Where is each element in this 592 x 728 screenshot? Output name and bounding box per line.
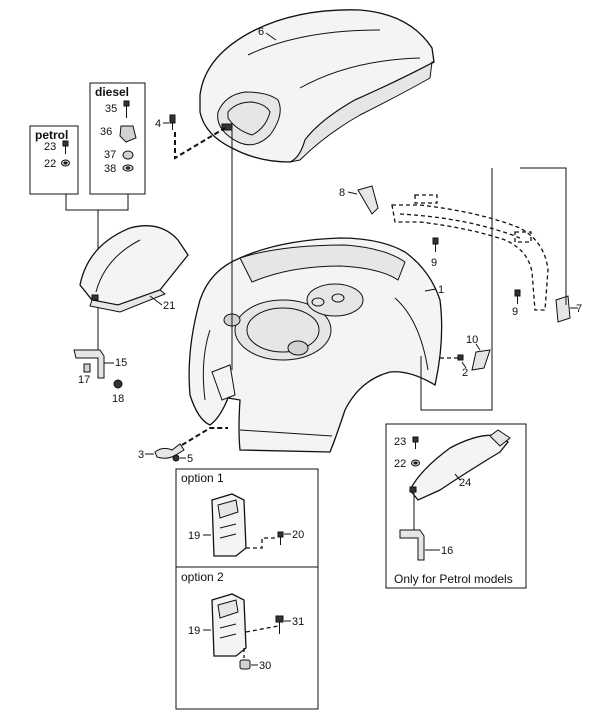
callout-3: 3 [138,449,144,461]
diesel-variant-box: diesel 35 36 37 38 [89,82,146,195]
washer-icon [411,459,420,467]
callout-21: 21 [163,300,175,312]
hood-top-cover [199,9,435,163]
callout-1: 1 [438,284,444,296]
callout-30: 30 [259,660,271,672]
nut-18 [113,379,123,389]
nut-5 [172,454,180,462]
bracket-icon [119,125,137,143]
callout-36: 36 [100,126,112,138]
screw-20 [277,531,284,545]
bracket-15 [73,349,105,379]
fastener-9b [514,289,521,304]
callout-19b: 19 [188,625,200,637]
clip-7 [555,295,571,323]
callout-23: 23 [44,141,56,153]
petrol-box-title: petrol [35,128,68,142]
option-boxes: option 1 option 2 19 20 19 31 [175,468,319,710]
callout-4: 4 [155,118,161,130]
screw-4 [169,114,176,130]
clip-8 [357,185,379,215]
callout-35: 35 [105,103,117,115]
screw-2 [457,354,464,361]
callout-20: 20 [292,529,304,541]
petrol-variant-box: petrol 23 22 [29,125,79,195]
callout-22b: 22 [394,458,406,470]
inner-liner-dashed [391,194,549,311]
option1-title: option 1 [181,471,224,485]
callout-8: 8 [339,187,345,199]
callout-31: 31 [292,616,304,628]
washer-icon [122,164,134,172]
callout-23b: 23 [394,436,406,448]
rear-fender-body [188,237,443,453]
decal-10 [471,349,491,371]
spacer-icon [122,150,134,160]
bolt-icon [412,436,419,449]
bolt-icon [62,140,69,154]
callout-38: 38 [104,163,116,175]
callout-17: 17 [78,374,90,386]
callout-2: 2 [462,367,468,379]
washer-icon [61,159,70,167]
petrol-only-box: Only for Petrol models 23 22 24 16 [385,423,527,589]
callout-5: 5 [187,453,193,465]
callout-16: 16 [441,545,453,557]
bolt-icon [123,100,130,118]
nut-30 [239,659,251,670]
callout-24: 24 [459,477,471,489]
callout-15: 15 [115,357,127,369]
cover-panel-21 [79,225,189,313]
latch-3 [154,443,185,459]
callout-37: 37 [104,149,116,161]
callout-9a: 9 [431,257,437,269]
callout-10: 10 [466,334,478,346]
bolt-31 [275,615,284,634]
callout-6: 6 [258,26,264,38]
petrol-only-caption: Only for Petrol models [394,572,513,586]
diesel-box-title: diesel [95,85,129,99]
callout-19a: 19 [188,530,200,542]
callout-9b: 9 [512,306,518,318]
option2-title: option 2 [181,570,224,584]
callout-7: 7 [576,303,582,315]
callout-18: 18 [112,393,124,405]
callout-22: 22 [44,158,56,170]
screw-17 [83,363,91,373]
fastener-9a [432,237,439,252]
